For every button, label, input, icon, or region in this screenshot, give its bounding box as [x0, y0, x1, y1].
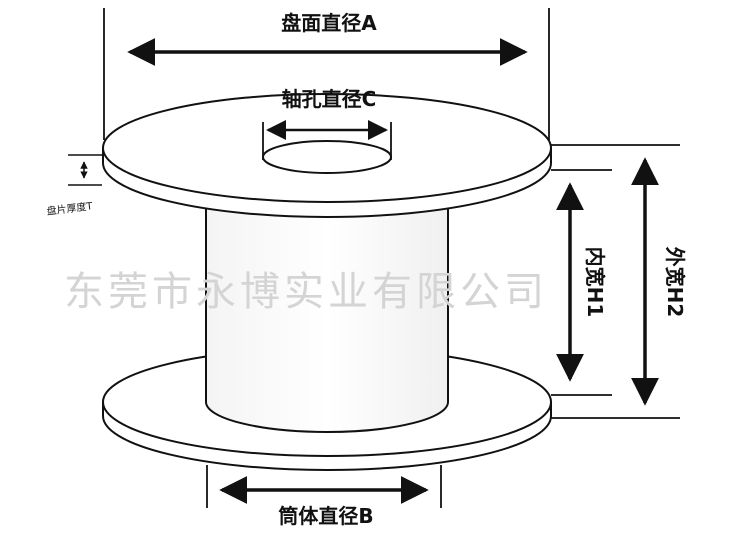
outer-width-label: 外宽H2 — [663, 247, 687, 318]
dimension-barrel-diameter — [206, 465, 442, 508]
inner-width-label: 内宽H1 — [583, 247, 607, 318]
bore-diameter-label: 轴孔直径C — [282, 87, 377, 111]
spool-drawing — [102, 93, 552, 471]
barrel-diameter-label: 筒体直径B — [278, 504, 373, 528]
disc-diameter-label: 盘面直径A — [281, 11, 377, 35]
bore-hole — [262, 140, 392, 174]
dimension-disc-diameter — [103, 8, 550, 140]
barrel — [205, 174, 449, 433]
dimension-bore-diameter — [262, 120, 392, 160]
company-watermark: 东莞市永博实业有限公司 — [64, 269, 548, 315]
top-flange — [102, 93, 552, 218]
dimension-disc-thickness — [68, 154, 102, 186]
dimension-inner-width — [551, 169, 612, 396]
dimension-outer-width — [551, 144, 680, 419]
disc-thickness-label: 盘片厚度T — [46, 199, 94, 218]
